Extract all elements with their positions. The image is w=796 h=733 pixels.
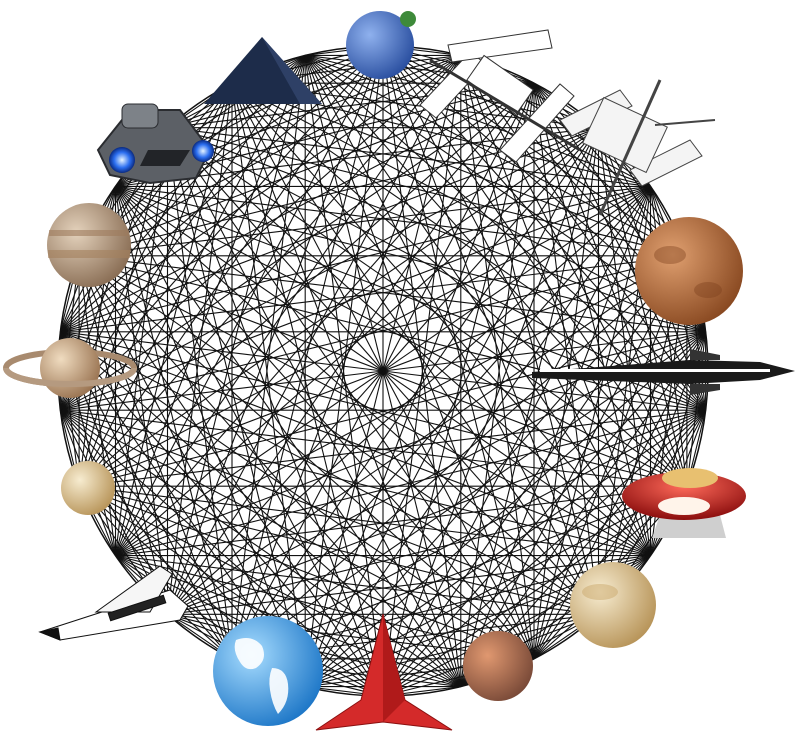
graph-edge bbox=[168, 128, 461, 687]
jupiter-icon bbox=[47, 203, 131, 287]
spaceship-icon bbox=[98, 104, 214, 183]
space-shuttle-icon bbox=[40, 566, 188, 640]
graph-edge bbox=[305, 55, 598, 614]
earth-icon bbox=[213, 616, 323, 726]
mercury-icon bbox=[463, 631, 533, 701]
graph-edge bbox=[168, 55, 461, 614]
pyramid-icon bbox=[204, 37, 322, 104]
graph-edge bbox=[305, 128, 598, 687]
venus-icon bbox=[570, 562, 656, 648]
mars-icon bbox=[635, 217, 743, 325]
venus-small-icon bbox=[61, 461, 115, 515]
